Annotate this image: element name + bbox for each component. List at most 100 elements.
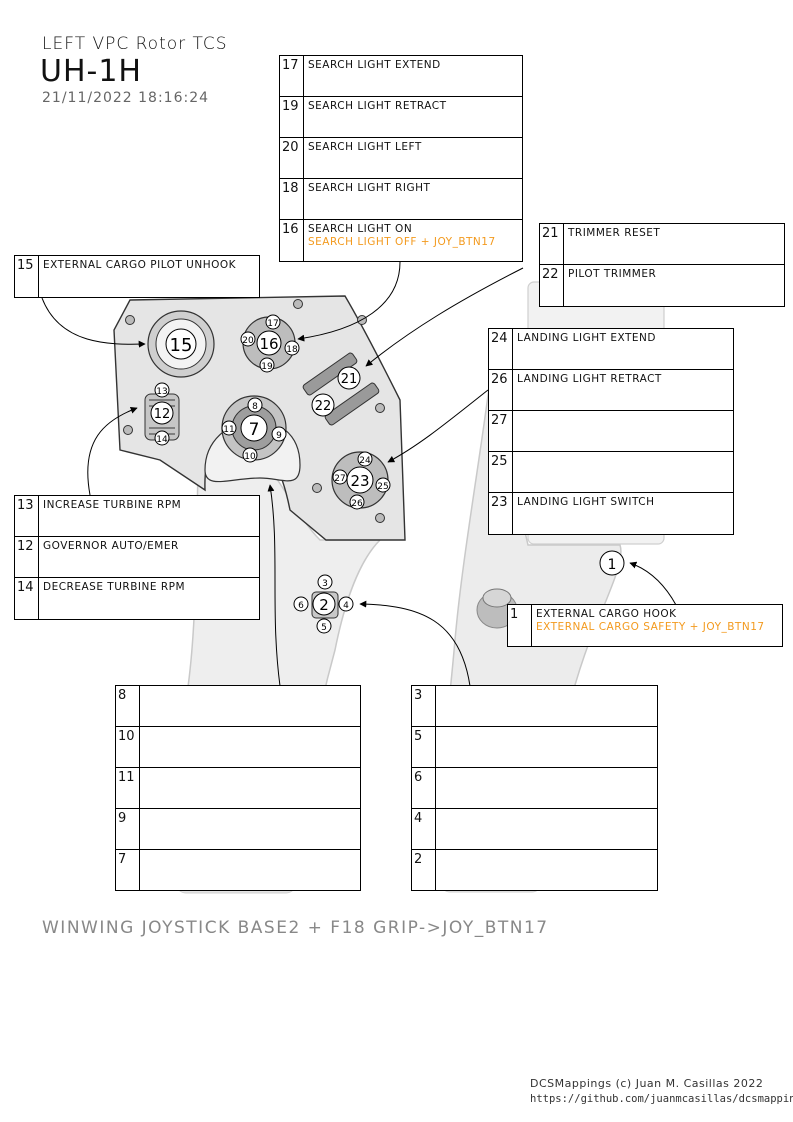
label-17: 17 SEARCH LIGHT EXTEND xyxy=(279,55,523,97)
label-15-number: 15 xyxy=(15,256,39,297)
marker-23: 23 xyxy=(350,472,369,490)
label-6-number: 6 xyxy=(412,768,436,808)
marker-9: 9 xyxy=(276,431,282,441)
marker-10: 10 xyxy=(244,452,256,462)
credits-url: https://github.com/juanmcasillas/dcsmapp… xyxy=(530,1093,793,1105)
label-9-number: 9 xyxy=(116,809,140,849)
label-16-text: SEARCH LIGHT ON xyxy=(308,223,518,236)
label-21-number: 21 xyxy=(540,224,564,264)
label-4-number: 4 xyxy=(412,809,436,849)
label-20-text: SEARCH LIGHT LEFT xyxy=(308,141,518,154)
label-1-text: EXTERNAL CARGO HOOK xyxy=(536,608,778,621)
label-7: 7 xyxy=(115,849,361,891)
label-24-text: LANDING LIGHT EXTEND xyxy=(517,332,729,345)
label-5: 5 xyxy=(411,726,658,768)
marker-1: 1 xyxy=(608,557,617,573)
label-1: 1 EXTERNAL CARGO HOOK EXTERNAL CARGO SAF… xyxy=(507,604,783,647)
label-19: 19 SEARCH LIGHT RETRACT xyxy=(279,96,523,138)
label-14-number: 14 xyxy=(15,578,39,619)
label-15-text: EXTERNAL CARGO PILOT UNHOOK xyxy=(43,259,255,272)
label-27: 27 xyxy=(488,410,734,452)
marker-24: 24 xyxy=(359,456,371,466)
label-26-number: 26 xyxy=(489,370,513,410)
label-9: 9 xyxy=(115,808,361,850)
marker-16: 16 xyxy=(259,335,278,353)
label-20-number: 20 xyxy=(280,138,304,178)
label-18: 18 SEARCH LIGHT RIGHT xyxy=(279,178,523,220)
label-2-number: 2 xyxy=(412,850,436,890)
label-17-text: SEARCH LIGHT EXTEND xyxy=(308,59,518,72)
credits-author: DCSMappings (c) Juan M. Casillas 2022 xyxy=(530,1077,763,1090)
label-22: 22 PILOT TRIMMER xyxy=(539,264,785,307)
label-26: 26 LANDING LIGHT RETRACT xyxy=(488,369,734,411)
label-19-number: 19 xyxy=(280,97,304,137)
label-24: 24 LANDING LIGHT EXTEND xyxy=(488,328,734,370)
label-13-number: 13 xyxy=(15,496,39,536)
label-7-number: 7 xyxy=(116,850,140,890)
marker-17: 17 xyxy=(267,319,278,329)
label-14-text: DECREASE TURBINE RPM xyxy=(43,581,255,594)
label-23-text: LANDING LIGHT SWITCH xyxy=(517,496,729,509)
label-24-number: 24 xyxy=(489,329,513,369)
label-23-number: 23 xyxy=(489,493,513,534)
marker-15: 15 xyxy=(170,335,193,356)
marker-22: 22 xyxy=(315,399,332,414)
marker-25: 25 xyxy=(377,482,388,492)
label-11: 11 xyxy=(115,767,361,809)
marker-19: 19 xyxy=(261,362,273,372)
label-21: 21 TRIMMER RESET xyxy=(539,223,785,265)
label-21-text: TRIMMER RESET xyxy=(568,227,780,240)
label-25-number: 25 xyxy=(489,452,513,492)
label-23: 23 LANDING LIGHT SWITCH xyxy=(488,492,734,535)
marker-4: 4 xyxy=(343,601,349,611)
label-19-text: SEARCH LIGHT RETRACT xyxy=(308,100,518,113)
marker-12: 12 xyxy=(154,407,171,422)
marker-26: 26 xyxy=(351,499,363,509)
label-1-modifier-text: EXTERNAL CARGO SAFETY + JOY_BTN17 xyxy=(536,621,778,634)
label-11-number: 11 xyxy=(116,768,140,808)
label-5-number: 5 xyxy=(412,727,436,767)
label-13-text: INCREASE TURBINE RPM xyxy=(43,499,255,512)
marker-3: 3 xyxy=(322,579,328,589)
label-3: 3 xyxy=(411,685,658,727)
marker-8: 8 xyxy=(252,402,258,412)
marker-14: 14 xyxy=(156,435,168,445)
label-16: 16 SEARCH LIGHT ON SEARCH LIGHT OFF + JO… xyxy=(279,219,523,262)
marker-18: 18 xyxy=(286,345,298,355)
label-16-modifier-text: SEARCH LIGHT OFF + JOY_BTN17 xyxy=(308,236,518,249)
label-22-text: PILOT TRIMMER xyxy=(568,268,780,281)
label-1-number: 1 xyxy=(508,605,532,646)
label-14: 14 DECREASE TURBINE RPM xyxy=(14,577,260,620)
marker-2: 2 xyxy=(319,596,329,614)
label-12-text: GOVERNOR AUTO/EMER xyxy=(43,540,255,553)
label-10-number: 10 xyxy=(116,727,140,767)
marker-20: 20 xyxy=(242,336,254,346)
marker-5: 5 xyxy=(321,623,327,633)
label-3-number: 3 xyxy=(412,686,436,726)
label-6: 6 xyxy=(411,767,658,809)
label-4: 4 xyxy=(411,808,658,850)
marker-27: 27 xyxy=(334,474,345,484)
label-2: 2 xyxy=(411,849,658,891)
modifier-note: WINWING JOYSTICK BASE2 + F18 GRIP->JOY_B… xyxy=(42,918,549,938)
label-20: 20 SEARCH LIGHT LEFT xyxy=(279,137,523,179)
label-26-text: LANDING LIGHT RETRACT xyxy=(517,373,729,386)
label-17-number: 17 xyxy=(280,56,304,96)
label-25: 25 xyxy=(488,451,734,493)
label-13: 13 INCREASE TURBINE RPM xyxy=(14,495,260,537)
label-16-number: 16 xyxy=(280,220,304,261)
label-12-number: 12 xyxy=(15,537,39,577)
label-18-text: SEARCH LIGHT RIGHT xyxy=(308,182,518,195)
label-12: 12 GOVERNOR AUTO/EMER xyxy=(14,536,260,578)
label-27-number: 27 xyxy=(489,411,513,451)
marker-11: 11 xyxy=(223,425,234,435)
label-18-number: 18 xyxy=(280,179,304,219)
marker-21: 21 xyxy=(341,372,358,387)
label-8-number: 8 xyxy=(116,686,140,726)
marker-7: 7 xyxy=(249,420,260,440)
label-22-number: 22 xyxy=(540,265,564,306)
marker-6: 6 xyxy=(298,601,304,611)
label-10: 10 xyxy=(115,726,361,768)
marker-13: 13 xyxy=(156,387,167,397)
label-15: 15 EXTERNAL CARGO PILOT UNHOOK xyxy=(14,255,260,298)
